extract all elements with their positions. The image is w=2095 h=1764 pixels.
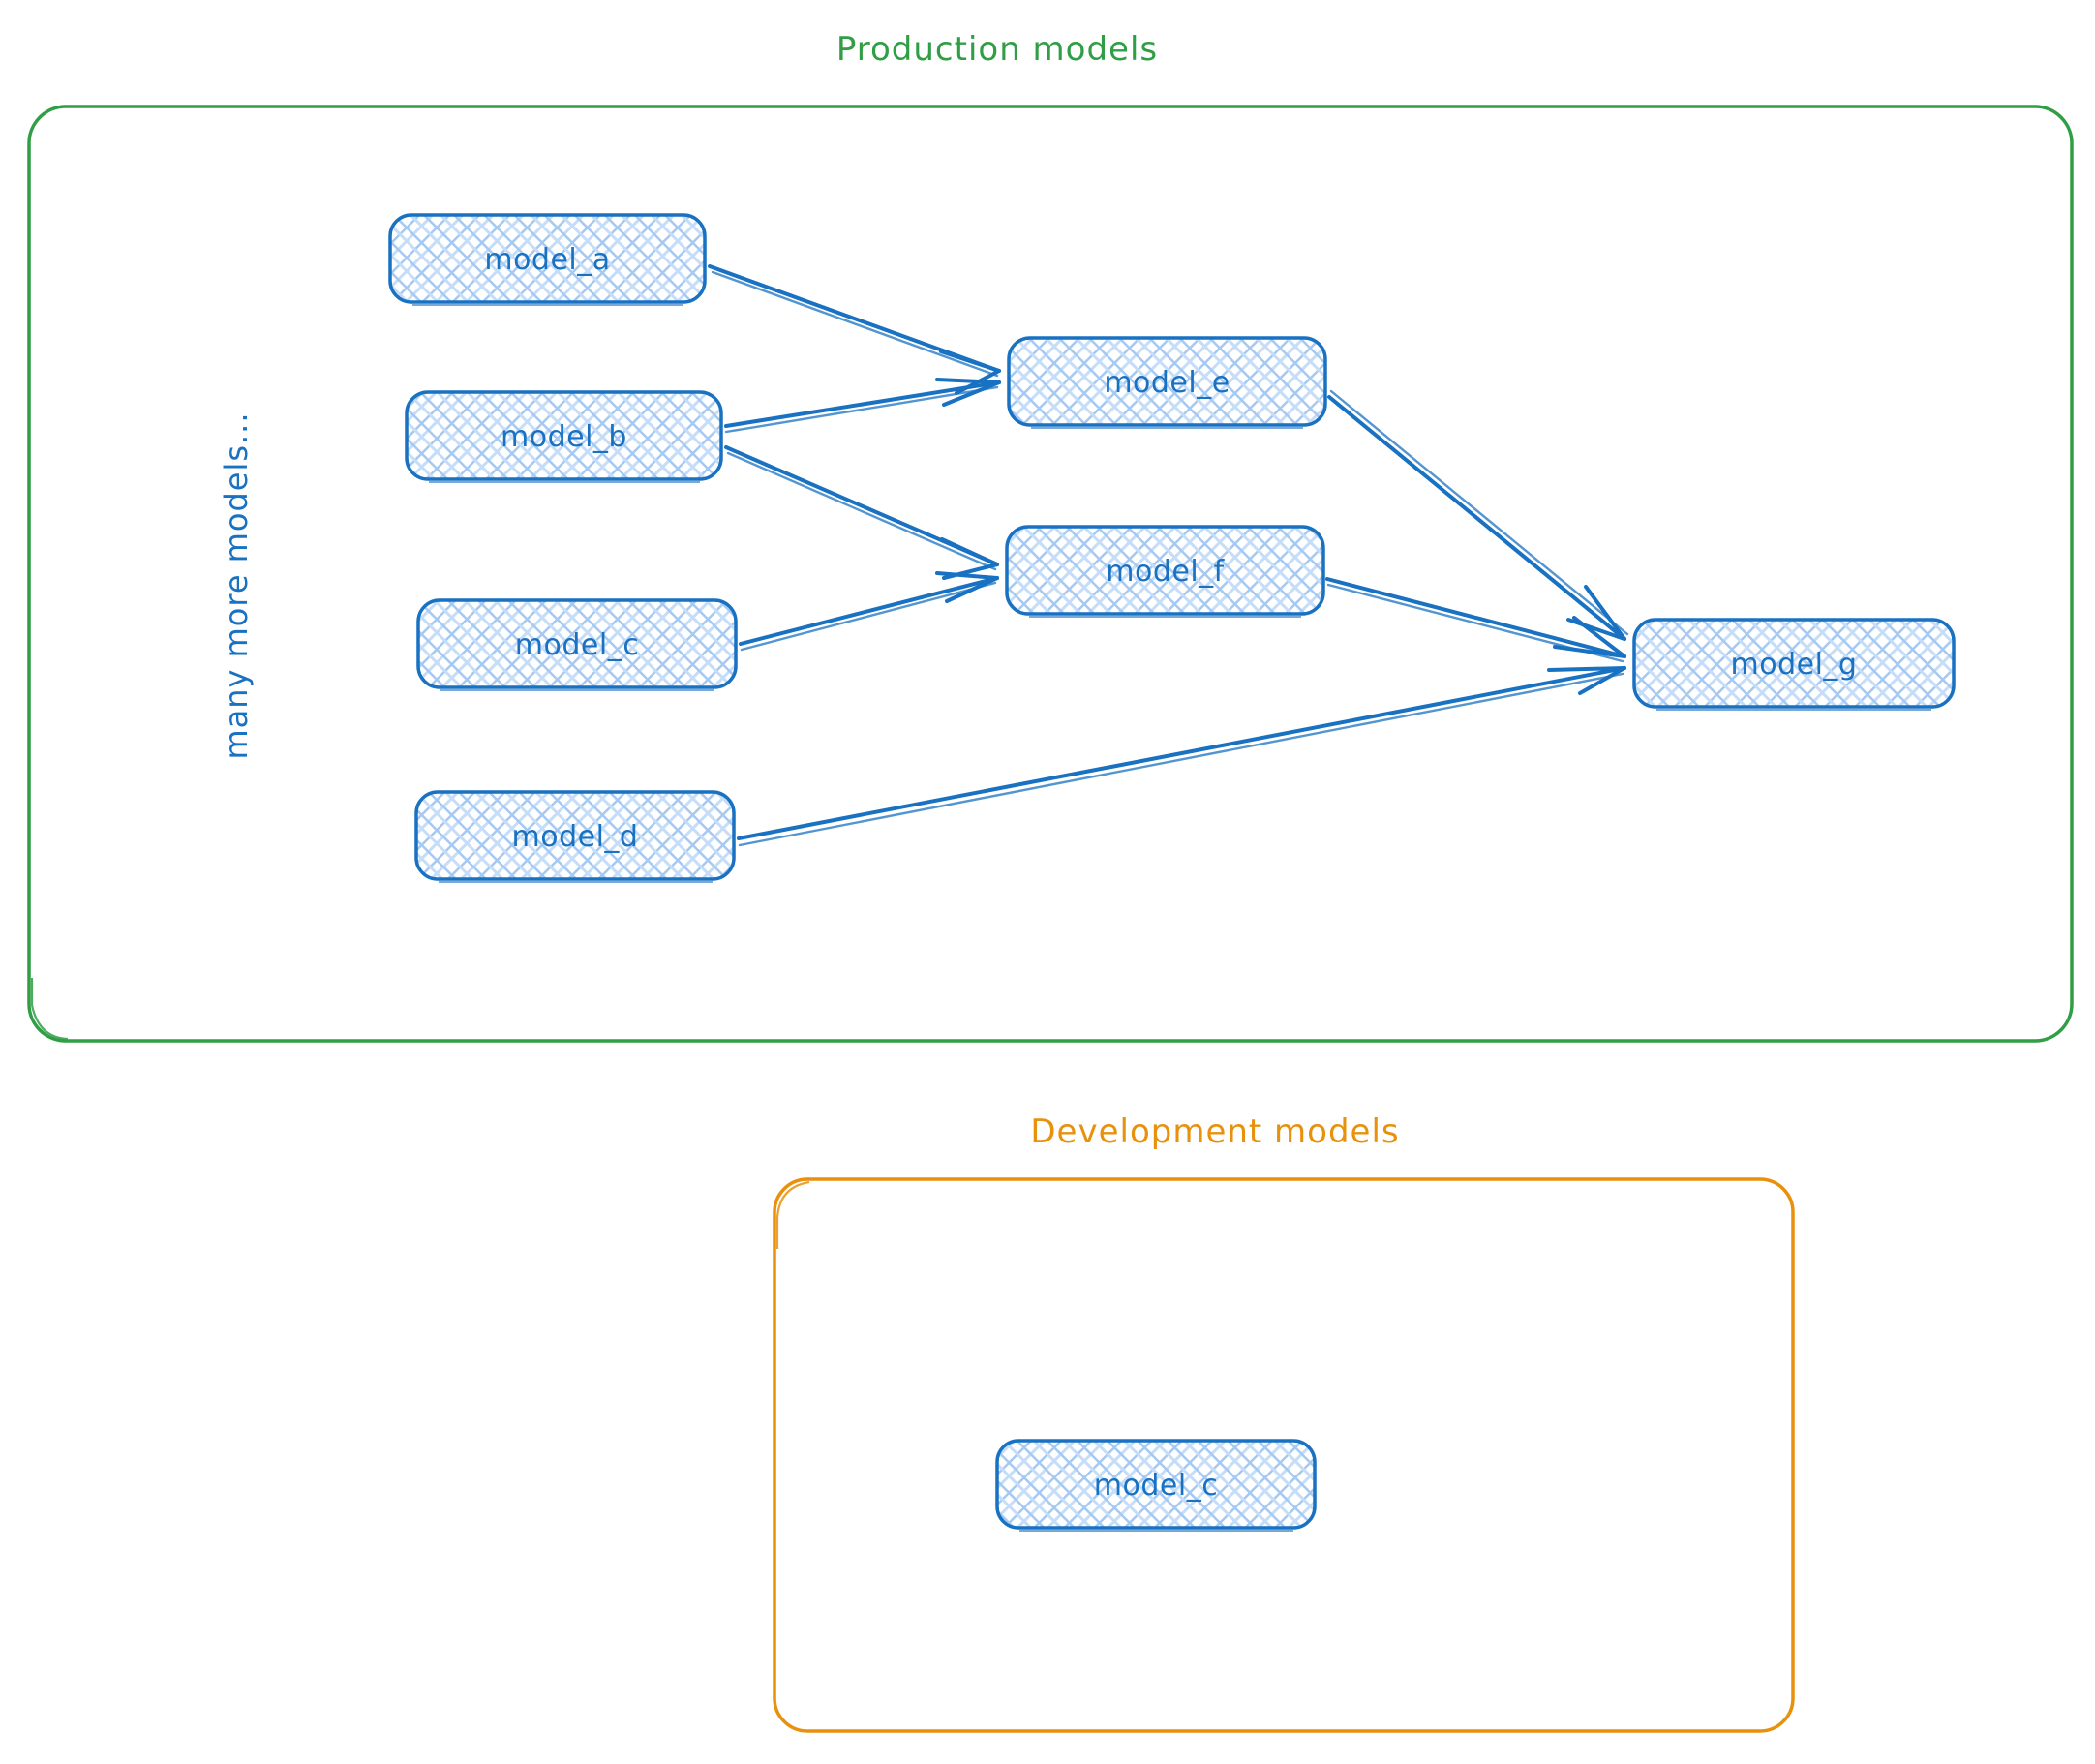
edge-model-c-to-model-f xyxy=(739,571,999,652)
node-model-b[interactable]: model_b xyxy=(405,390,723,483)
node-model-e[interactable]: model_e xyxy=(1007,336,1327,429)
node-model-c-development[interactable]: model_c xyxy=(995,1439,1317,1532)
development-container-border-sketch xyxy=(775,1180,810,1249)
node-model-g-box[interactable] xyxy=(1632,618,1956,709)
node-model-g[interactable]: model_g xyxy=(1632,618,1956,711)
production-group-title: Production models xyxy=(836,30,1158,69)
node-model-a[interactable]: model_a xyxy=(388,213,707,306)
edge-model-a-to-model-e xyxy=(708,264,1001,395)
edges-layer xyxy=(708,264,1629,847)
node-model-f-box[interactable] xyxy=(1005,525,1325,616)
node-model-g-label: model_g xyxy=(1731,648,1858,682)
edge-model-f-to-model-g xyxy=(1325,577,1626,663)
node-model-c-development-box[interactable] xyxy=(995,1439,1317,1530)
group-production: Production models xyxy=(27,30,2074,1043)
node-model-d-box[interactable] xyxy=(414,790,736,881)
node-model-c-development-label: model_c xyxy=(1094,1469,1218,1503)
production-container-border-sketch xyxy=(30,978,69,1041)
development-group-title: Development models xyxy=(1030,1112,1399,1151)
annotation-text: many more models... xyxy=(218,411,255,759)
edge-model-b-to-model-e xyxy=(724,378,1001,434)
node-model-c-production-label: model_c xyxy=(515,628,639,662)
group-development: Development models xyxy=(773,1112,1795,1733)
edge-model-e-to-model-g xyxy=(1327,389,1629,641)
node-model-e-label: model_e xyxy=(1104,366,1230,400)
node-model-b-label: model_b xyxy=(501,420,627,454)
node-model-f[interactable]: model_f xyxy=(1005,525,1325,618)
edge-model-b-to-model-f xyxy=(724,445,999,580)
node-model-c-production-box[interactable] xyxy=(416,598,738,689)
node-model-a-box[interactable] xyxy=(388,213,707,304)
node-model-d[interactable]: model_d xyxy=(414,790,736,883)
node-model-f-label: model_f xyxy=(1106,555,1225,589)
node-model-d-label: model_d xyxy=(512,820,639,854)
edge-model-d-to-model-g xyxy=(737,666,1626,847)
production-container-border xyxy=(27,105,2074,1043)
node-model-c-production[interactable]: model_c xyxy=(416,598,738,691)
node-model-a-label: model_a xyxy=(484,243,610,277)
nodes-layer: model_a model_b model_c model_d model_e … xyxy=(388,213,1956,1532)
annotation-many-more-models: many more models... xyxy=(218,411,255,759)
development-container-border xyxy=(773,1177,1795,1733)
node-model-b-box[interactable] xyxy=(405,390,723,481)
node-model-e-box[interactable] xyxy=(1007,336,1327,427)
